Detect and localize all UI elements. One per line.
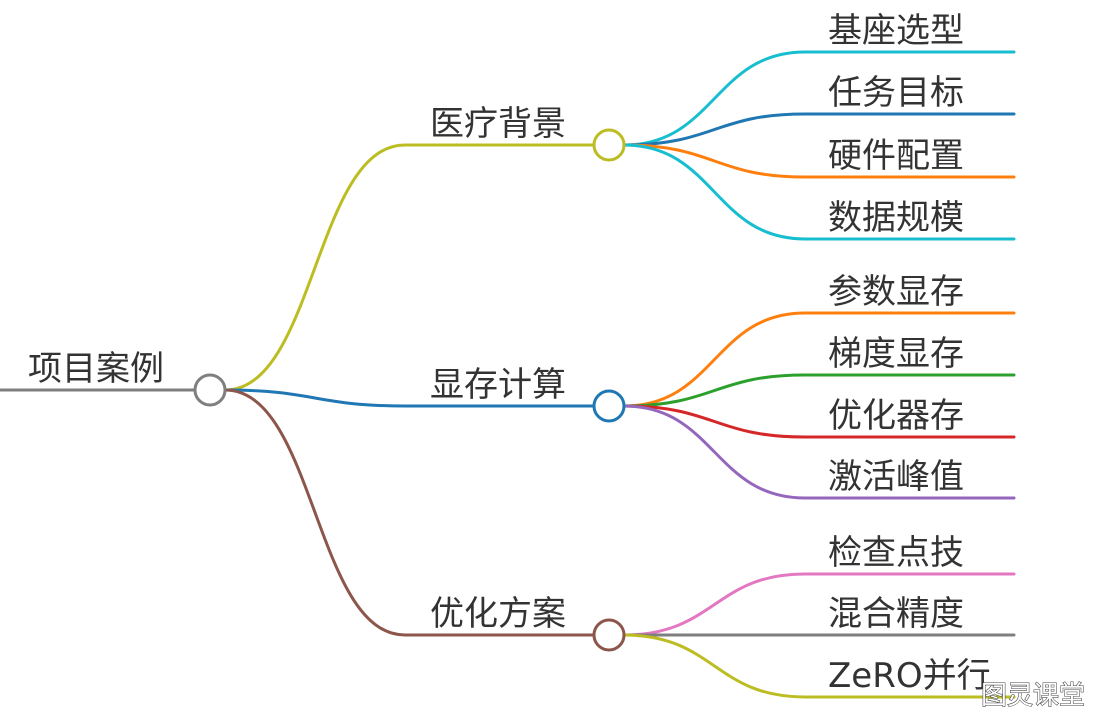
branch-edge [223, 143, 596, 392]
leaf-label: 任务目标 [828, 73, 964, 113]
leaf-label: 硬件配置 [828, 136, 964, 176]
leaf-edge [622, 311, 1016, 408]
leaf-label: 检查点技 [828, 533, 964, 573]
leaf-edge [622, 404, 1016, 439]
watermark: 图灵课堂 [981, 681, 1085, 711]
leaf-label: 数据规模 [828, 198, 964, 238]
branch-label: 显存计算 [430, 365, 566, 405]
leaf-label: 基座选型 [828, 11, 964, 51]
edges-layer [0, 50, 1016, 699]
leaf-edge [622, 373, 1016, 408]
branch-edge [223, 388, 596, 637]
leaf-edge [622, 143, 1016, 241]
branch-edge [223, 388, 596, 408]
leaf-label: 激活峰值 [828, 457, 964, 497]
nodes-layer [193, 128, 626, 652]
branch-node[interactable] [592, 389, 626, 423]
leaf-label: 参数显存 [828, 272, 964, 312]
leaf-edge [622, 572, 1016, 637]
leaf-edge [622, 143, 1016, 179]
leaf-edge [622, 112, 1016, 147]
leaf-edge [622, 50, 1016, 147]
branch-node[interactable] [592, 128, 626, 162]
leaf-label: 混合精度 [828, 594, 964, 634]
branch-label: 优化方案 [430, 594, 566, 634]
leaf-label: 优化器存 [828, 396, 964, 436]
leaf-edge [622, 633, 1016, 699]
root-node[interactable] [193, 373, 227, 407]
leaf-label: 梯度显存 [828, 334, 964, 374]
leaf-label: ZeRO并行 [828, 656, 991, 696]
branch-node[interactable] [592, 618, 626, 652]
leaf-edge [622, 404, 1016, 500]
root-label: 项目案例 [28, 349, 164, 389]
branch-label: 医疗背景 [430, 104, 566, 144]
